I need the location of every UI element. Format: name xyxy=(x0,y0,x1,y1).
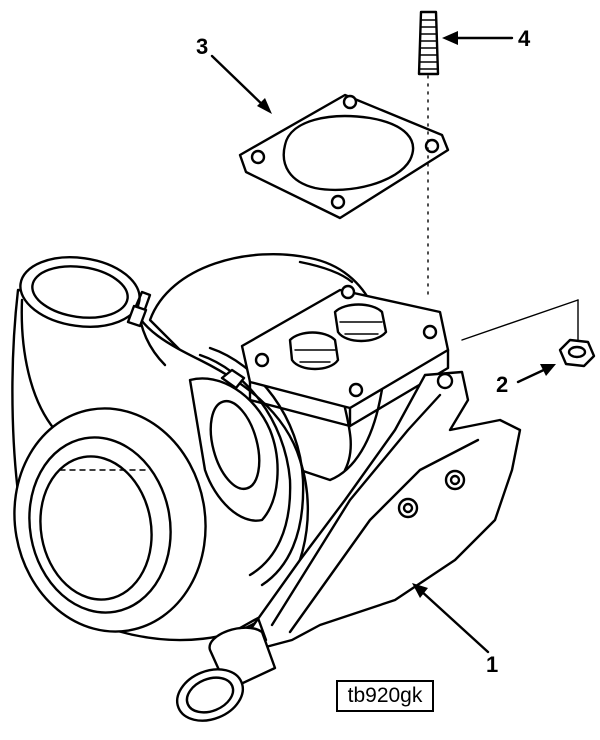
stud xyxy=(417,10,440,301)
support-bracket xyxy=(248,370,522,650)
callout-2: 2 xyxy=(496,372,508,397)
leader-lines xyxy=(210,31,556,654)
turbine-inlet-flange xyxy=(240,284,450,472)
callout-3: 3 xyxy=(196,34,208,59)
callout-4: 4 xyxy=(518,26,531,51)
wastegate-actuator xyxy=(176,616,277,722)
gasket xyxy=(238,93,450,220)
figure-reference-code: tb920gk xyxy=(336,680,434,712)
nut xyxy=(461,299,596,368)
callout-1: 1 xyxy=(486,652,498,677)
